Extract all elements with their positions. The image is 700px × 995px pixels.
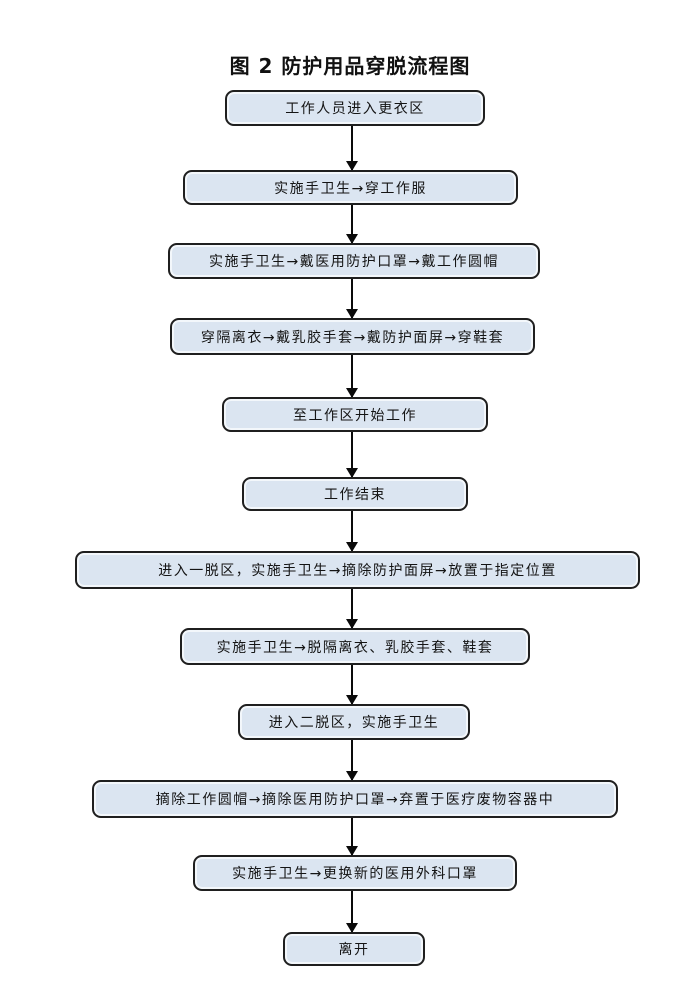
arrow-down-icon bbox=[346, 589, 358, 629]
arrow-down-icon bbox=[346, 126, 358, 171]
arrow-down-icon bbox=[346, 740, 358, 781]
flow-step-second-doffing-area: 进入二脱区，实施手卫生 bbox=[238, 704, 470, 740]
arrow-down-icon bbox=[346, 665, 358, 705]
flow-step-work-finished: 工作结束 bbox=[242, 477, 468, 511]
arrow-down-icon bbox=[346, 279, 358, 319]
arrow-down-icon bbox=[346, 511, 358, 552]
flow-step-leave: 离开 bbox=[283, 932, 425, 966]
flow-step-doff-gown-gloves-shoecovers: 实施手卫生→脱隔离衣、乳胶手套、鞋套 bbox=[180, 628, 530, 665]
flow-step-first-doffing-area: 进入一脱区，实施手卫生→摘除防护面屏→放置于指定位置 bbox=[75, 551, 640, 589]
flow-step-gown-gloves-faceshield-shoecovers: 穿隔离衣→戴乳胶手套→戴防护面屏→穿鞋套 bbox=[170, 318, 535, 355]
arrow-down-icon bbox=[346, 891, 358, 933]
flow-step-hand-hygiene-new-surgical-mask: 实施手卫生→更换新的医用外科口罩 bbox=[193, 855, 517, 891]
flow-step-hand-hygiene-work-clothes: 实施手卫生→穿工作服 bbox=[183, 170, 518, 205]
flow-step-hand-hygiene-mask-cap: 实施手卫生→戴医用防护口罩→戴工作圆帽 bbox=[168, 243, 540, 279]
flow-step-go-to-work-area: 至工作区开始工作 bbox=[222, 397, 488, 432]
arrow-down-icon bbox=[346, 818, 358, 856]
arrow-down-icon bbox=[346, 432, 358, 478]
flow-step-remove-cap-mask-dispose: 摘除工作圆帽→摘除医用防护口罩→弃置于医疗废物容器中 bbox=[92, 780, 618, 818]
arrow-down-icon bbox=[346, 205, 358, 244]
flow-step-enter-changing-area: 工作人员进入更衣区 bbox=[225, 90, 485, 126]
figure-title: 图 2 防护用品穿脱流程图 bbox=[229, 54, 471, 78]
arrow-down-icon bbox=[346, 355, 358, 398]
